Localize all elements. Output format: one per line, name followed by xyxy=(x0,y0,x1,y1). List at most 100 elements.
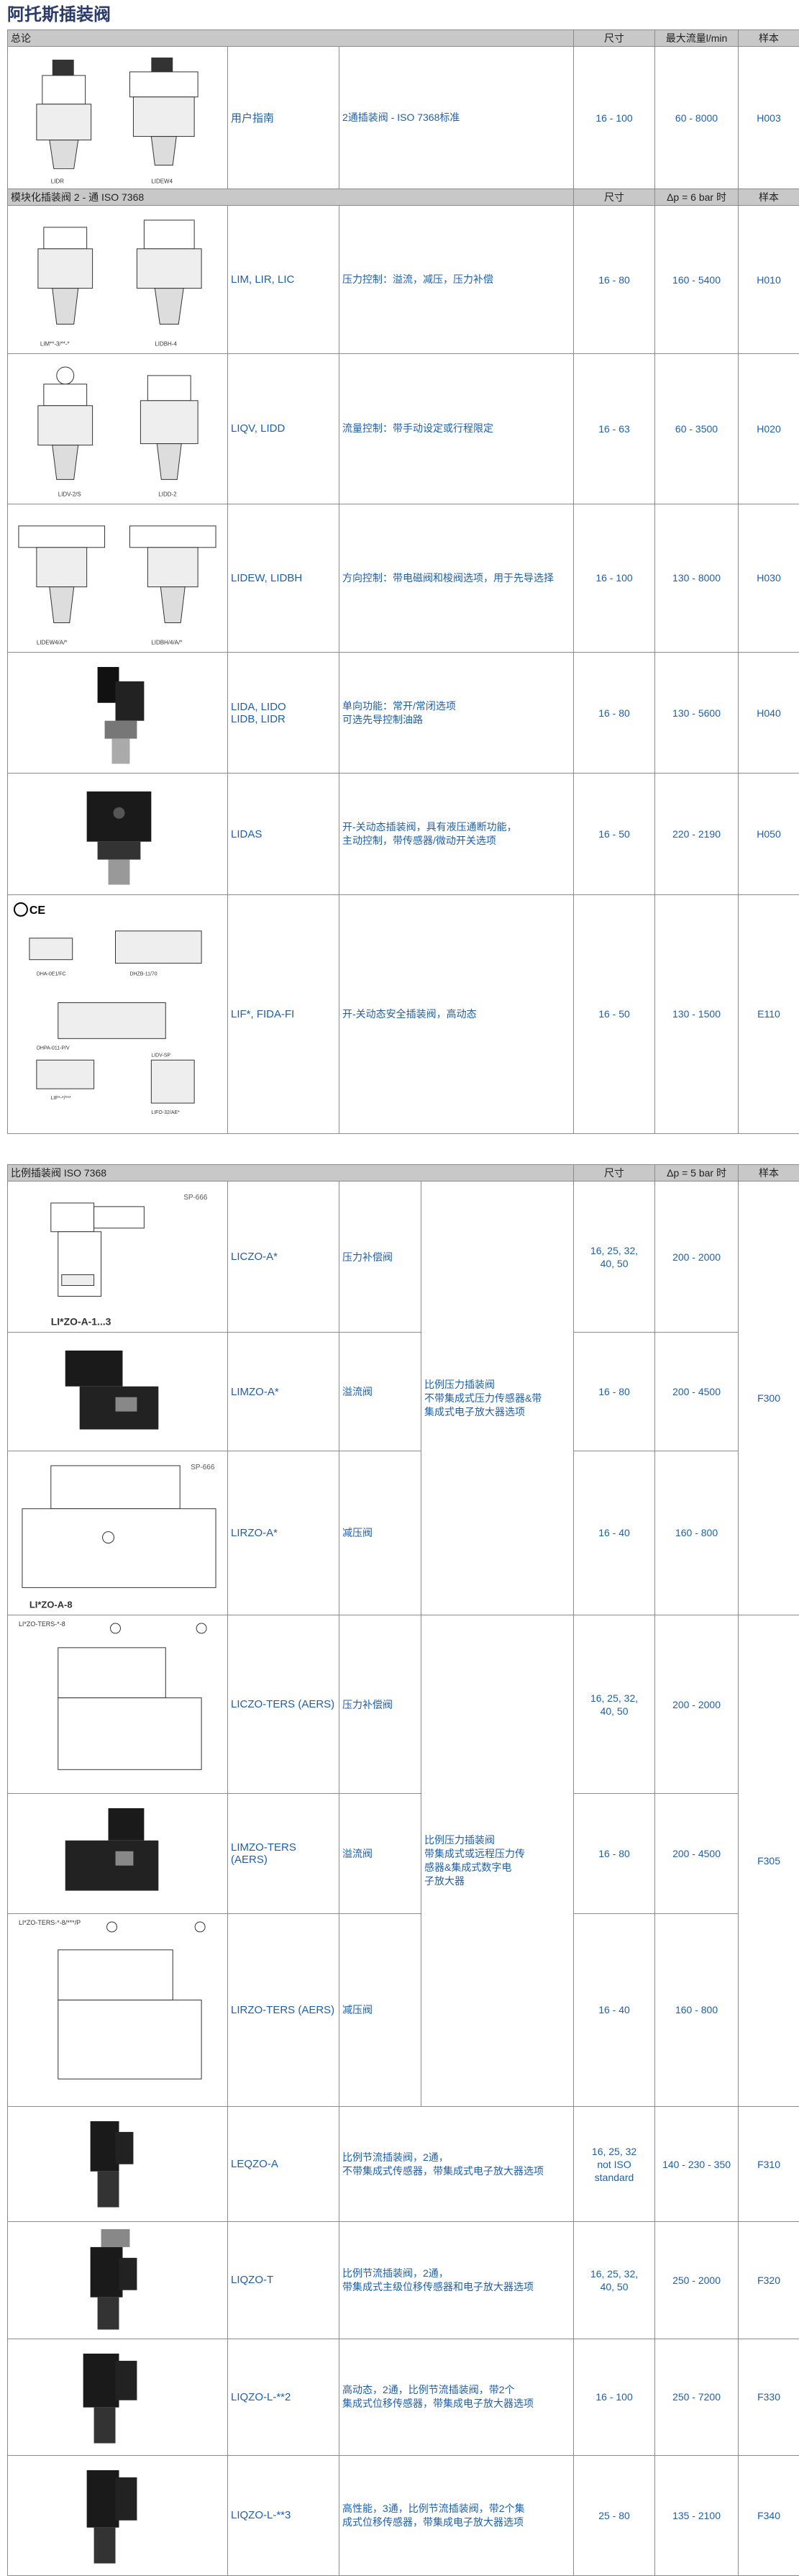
model-name[interactable]: LIQZO-L-**3 xyxy=(227,2455,339,2576)
sample-code[interactable]: F320 xyxy=(738,2221,799,2339)
model-name[interactable]: LIQZO-L-**2 xyxy=(227,2338,339,2457)
valve-photo-icon xyxy=(86,792,152,885)
model-name[interactable]: LIF*, FIDA-FI xyxy=(227,894,339,1134)
description: 开-关动态安全插装阀，高动态 xyxy=(338,894,575,1134)
size-value: 16 - 50 xyxy=(573,894,656,1134)
flow-value: 140 - 230 - 350 xyxy=(654,2105,739,2223)
svg-text:LIFO-32/AE*: LIFO-32/AE* xyxy=(151,1110,180,1115)
flow-value: 160 - 800 xyxy=(654,1913,739,2107)
valve-drawing-icon: LI*ZO-A-8 SP-666 xyxy=(22,1464,216,1610)
section-header: 模块化插装阀 2 - 通 ISO 7368 尺寸 Δp = 6 bar 时 样本 xyxy=(6,189,799,206)
model-name[interactable]: LIRZO-TERS (AERS) xyxy=(227,1913,339,2107)
product-photo xyxy=(7,2455,228,2576)
svg-text:LIF*-*/***: LIF*-*/*** xyxy=(51,1096,71,1101)
description: 2通插装阀 - ISO 7368标准 xyxy=(338,45,575,190)
valve-drawing-icon: LI*ZO-TERS-*-8 xyxy=(19,1620,207,1770)
size-value: 16 - 63 xyxy=(573,353,656,504)
size-value: 16 - 80 xyxy=(573,204,656,355)
sample-code[interactable]: F330 xyxy=(738,2338,799,2457)
section-general-table: 总论 尺寸 最大流量l/min 样本 LIDR LIDEW4 用户指南 2通插装… xyxy=(6,30,799,190)
product-photo xyxy=(7,1793,228,1914)
size-value: 16 - 100 xyxy=(573,503,656,653)
table-row: LIDR LIDEW4 用户指南 2通插装阀 - ISO 7368标准 16 -… xyxy=(7,45,799,190)
sample-code[interactable]: F305 xyxy=(738,1615,799,2107)
function: 压力补偿阀 xyxy=(339,1615,421,1795)
model-name[interactable]: LIRZO-A* xyxy=(227,1450,339,1616)
svg-text:LI*ZO-A-1...3: LI*ZO-A-1...3 xyxy=(51,1315,111,1327)
svg-text:LIDV-SP: LIDV-SP xyxy=(151,1053,170,1058)
sample-code[interactable]: F300 xyxy=(738,1180,799,1616)
valve-drawing-icon: LIDV-2/S LIDD-2 xyxy=(37,366,198,498)
table-row: LIQZO-L-**3 高性能，3通，比例节流插装阀，带2个集 成式位移传感器，… xyxy=(7,2455,799,2576)
svg-text:LIDBH-4: LIDBH-4 xyxy=(155,340,177,347)
svg-text:DHPA-011-P/V: DHPA-011-P/V xyxy=(37,1046,70,1051)
model-name[interactable]: 用户指南 xyxy=(227,45,339,190)
model-name[interactable]: LEQZO-A xyxy=(227,2105,339,2223)
flow-value: 160 - 800 xyxy=(654,1450,739,1616)
description: 方向控制：带电磁阀和梭阀选项，用于先导选择 xyxy=(338,503,575,653)
sample-code[interactable]: F340 xyxy=(738,2455,799,2576)
size-value: 16 - 80 xyxy=(573,1332,656,1451)
product-drawing: LIDEW4/A/* LIDBH/4/A/* xyxy=(7,503,228,653)
product-photo xyxy=(7,2221,228,2339)
col-flow-header: Δp = 6 bar 时 xyxy=(654,189,739,206)
description: 单向功能：常开/常闭选项 可选先导控制油路 xyxy=(338,651,575,774)
size-value: 16, 25, 32, 40, 50 xyxy=(573,2221,656,2339)
model-name[interactable]: LIQV, LIDD xyxy=(227,353,339,504)
valve-drawing-icon: LI*ZO-TERS-*-8/***/P xyxy=(19,1919,206,2080)
table-row: LIDEW4/A/* LIDBH/4/A/* LIDEW, LIDBH 方向控制… xyxy=(7,503,799,653)
table-row: LI*ZO-A-8 SP-666 LIRZO-A* 减压阀 16 - 40 16… xyxy=(7,1450,799,1616)
svg-text:LIDEW4/A/*: LIDEW4/A/* xyxy=(37,639,68,645)
function: 溢流阀 xyxy=(339,1793,421,1914)
model-name[interactable]: LICZO-A* xyxy=(227,1180,339,1333)
function: 减压阀 xyxy=(339,1913,421,2107)
flow-value: 250 - 7200 xyxy=(654,2338,739,2457)
product-drawing: LIDR LIDEW4 xyxy=(7,45,228,190)
flow-value: 130 - 5600 xyxy=(654,651,739,774)
section-modular-table: 模块化插装阀 2 - 通 ISO 7368 尺寸 Δp = 6 bar 时 样本… xyxy=(6,189,799,1134)
col-sample-header: 样本 xyxy=(738,1164,799,1182)
table-row: LI*ZO-TERS-*-8 LICZO-TERS (AERS) 压力补偿阀 比… xyxy=(7,1615,799,2107)
valve-photo-icon xyxy=(83,2353,137,2444)
model-name[interactable]: LIQZO-T xyxy=(227,2221,339,2339)
svg-text:DHA-0E1/FC: DHA-0E1/FC xyxy=(37,971,66,976)
col-size-header: 尺寸 xyxy=(573,30,656,47)
size-value: 16, 25, 32 not ISO standard xyxy=(573,2105,656,2223)
sample-code[interactable]: H050 xyxy=(738,773,799,895)
model-name[interactable]: LICZO-TERS (AERS) xyxy=(227,1615,339,1795)
valve-photo-icon xyxy=(90,2229,137,2330)
sample-code[interactable]: E110 xyxy=(738,894,799,1134)
size-value: 16 - 40 xyxy=(573,1913,656,2107)
col-sample-header: 样本 xyxy=(738,30,799,47)
valve-photo-icon xyxy=(86,2470,137,2564)
sample-code[interactable]: F310 xyxy=(738,2105,799,2223)
col-flow-header: Δp = 5 bar 时 xyxy=(654,1164,739,1182)
col-size-header: 尺寸 xyxy=(573,1164,656,1182)
section-proportional-table: 比例插装阀 ISO 7368 尺寸 Δp = 5 bar 时 样本 LI*ZO-… xyxy=(6,1164,799,2576)
description: 高动态，2通，比例节流插装阀，带2个 集成式位移传感器，带集成电子放大器选项 xyxy=(338,2338,575,2457)
valve-drawing-icon: LIDEW4/A/* LIDBH/4/A/* xyxy=(18,525,216,645)
model-name[interactable]: LIDEW, LIDBH xyxy=(227,503,339,653)
sample-code[interactable]: H040 xyxy=(738,651,799,774)
size-value: 16 - 80 xyxy=(573,651,656,774)
table-row: LI*ZO-A-1...3 SP-666 LICZO-A* 压力补偿阀 比例压力… xyxy=(7,1180,799,1616)
sample-code[interactable]: H020 xyxy=(738,353,799,504)
svg-text:LIDBH/4/A/*: LIDBH/4/A/* xyxy=(151,639,182,645)
drawing-label: LIDR xyxy=(51,178,64,184)
flow-value: 135 - 2100 xyxy=(654,2455,739,2576)
sample-code[interactable]: H030 xyxy=(738,503,799,653)
model-name[interactable]: LIM, LIR, LIC xyxy=(227,204,339,355)
sample-code[interactable]: H003 xyxy=(738,45,799,190)
model-name[interactable]: LIDAS xyxy=(227,773,339,895)
col-sample-header: 样本 xyxy=(738,189,799,206)
certification-icon xyxy=(13,902,28,917)
model-name[interactable]: LIMZO-TERS (AERS) xyxy=(227,1793,339,1914)
product-photo xyxy=(7,2338,228,2457)
model-name[interactable]: LIMZO-A* xyxy=(227,1332,339,1451)
model-name[interactable]: LIDA, LIDO LIDB, LIDR xyxy=(227,651,339,774)
size-value: 16 - 100 xyxy=(573,45,656,190)
function: 溢流阀 xyxy=(339,1332,421,1451)
svg-text:LIDD-2: LIDD-2 xyxy=(158,491,177,498)
valve-drawing-icon: LIM**-3/**-* LIDBH-4 xyxy=(37,219,202,347)
sample-code[interactable]: H010 xyxy=(738,204,799,355)
